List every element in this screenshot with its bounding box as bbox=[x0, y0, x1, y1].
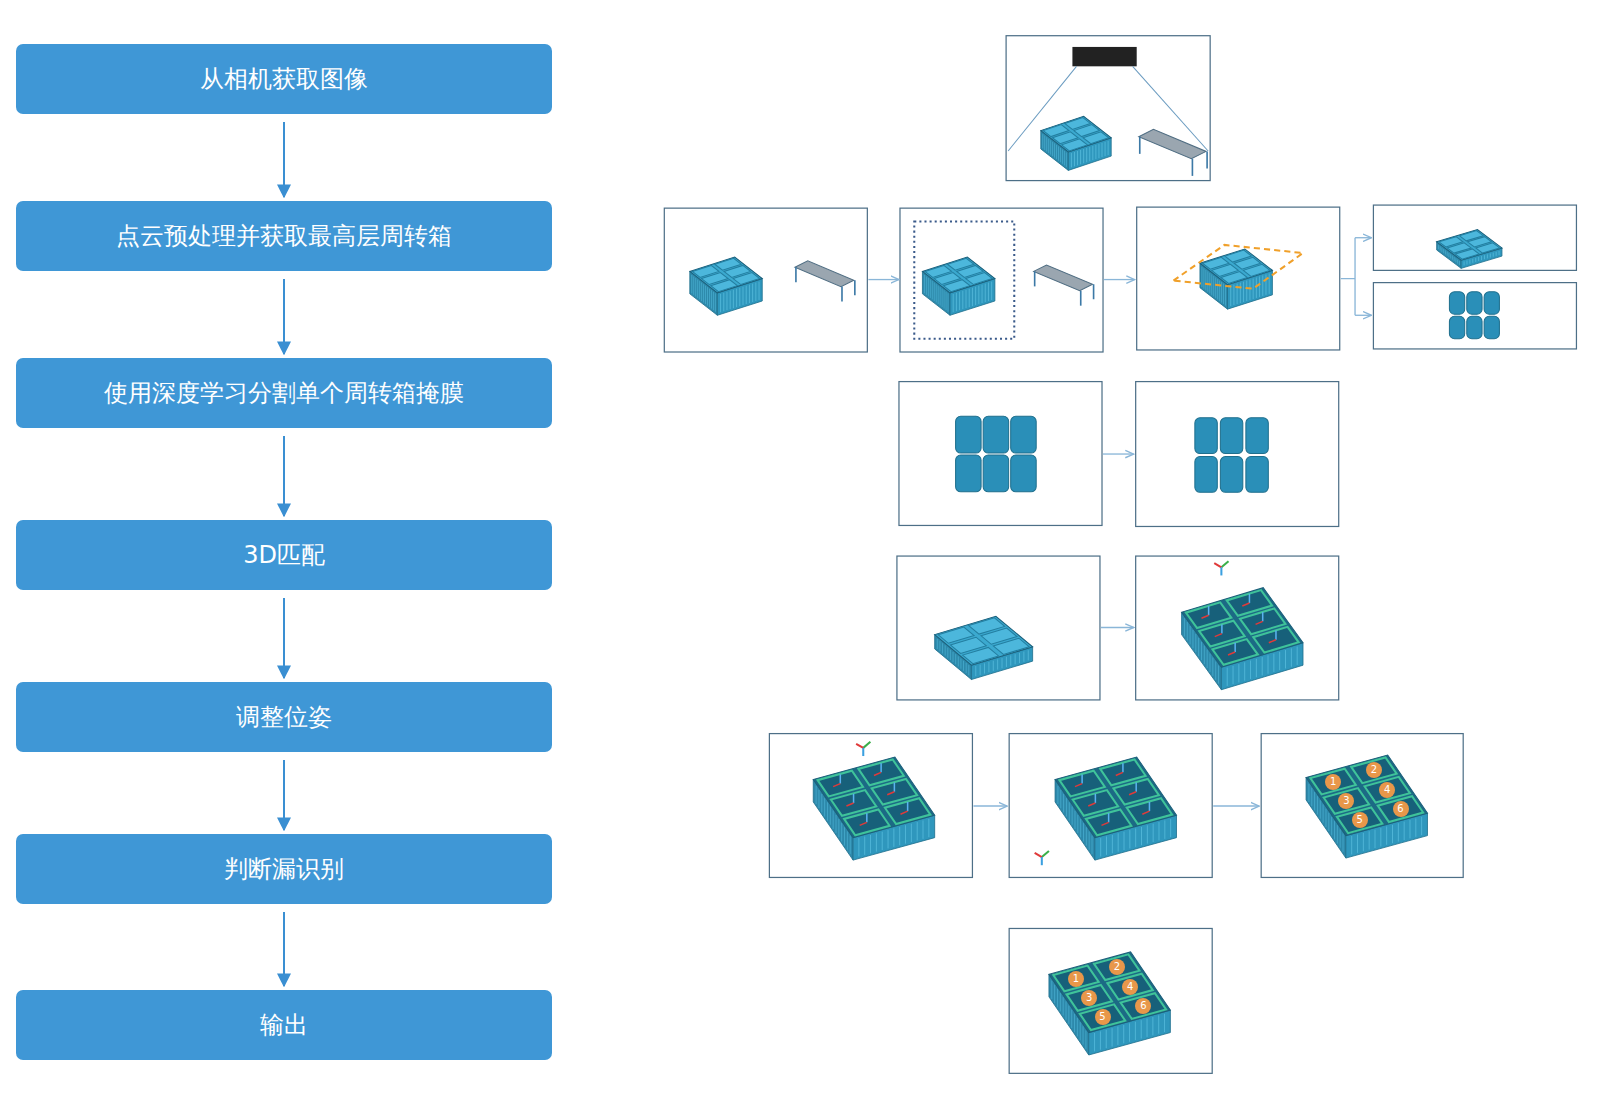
callout-number: 4 bbox=[1379, 782, 1395, 798]
step-label: 从相机获取图像 bbox=[200, 63, 368, 95]
panel-arrow bbox=[1101, 627, 1134, 628]
panel-arrow bbox=[1104, 279, 1135, 280]
crate-top-view bbox=[1195, 418, 1268, 492]
crate-stack bbox=[935, 616, 1033, 679]
crate-top-view bbox=[1449, 292, 1499, 339]
panel-arrow bbox=[1355, 237, 1371, 238]
flow-arrow bbox=[283, 598, 285, 678]
panel-arrow bbox=[973, 805, 1007, 806]
panel-arrow bbox=[1355, 315, 1371, 316]
step-label: 3D匹配 bbox=[243, 539, 325, 571]
picture-panel bbox=[664, 208, 867, 352]
step-label: 使用深度学习分割单个周转箱掩膜 bbox=[104, 377, 464, 409]
process-box: 判断漏识别 bbox=[16, 834, 552, 904]
table bbox=[1139, 129, 1207, 176]
step-label: 调整位姿 bbox=[236, 701, 332, 733]
crate-stack bbox=[813, 757, 934, 860]
camera bbox=[1072, 47, 1136, 66]
picture-panel bbox=[897, 556, 1100, 700]
crate-top-view bbox=[956, 416, 1037, 492]
process-box: 3D匹配 bbox=[16, 520, 552, 590]
crate-stack bbox=[922, 257, 994, 315]
picture-panel bbox=[1136, 556, 1339, 700]
flow-arrow bbox=[283, 760, 285, 830]
flow-arrow bbox=[283, 912, 285, 986]
process-box: 使用深度学习分割单个周转箱掩膜 bbox=[16, 358, 552, 428]
picture-panel bbox=[769, 734, 972, 878]
flow-arrow bbox=[283, 436, 285, 516]
crate-stack bbox=[1437, 230, 1502, 269]
panel-arrow bbox=[868, 279, 899, 280]
crate-stack bbox=[1041, 116, 1111, 170]
process-box: 输出 bbox=[16, 990, 552, 1060]
picture-panel bbox=[1261, 734, 1463, 878]
crate-stack bbox=[1306, 755, 1427, 858]
picture-panel bbox=[1136, 382, 1339, 527]
picture-panel bbox=[1009, 928, 1212, 1073]
picture-panel bbox=[1009, 734, 1212, 878]
flow-arrow bbox=[283, 122, 285, 197]
callout-number: 5 bbox=[1352, 812, 1368, 828]
picture-panel bbox=[1373, 283, 1576, 349]
flow-arrow bbox=[283, 279, 285, 354]
crate-stack bbox=[1049, 952, 1170, 1055]
picture-panel bbox=[1137, 207, 1340, 350]
panel-arrow bbox=[1213, 805, 1259, 806]
step-label: 点云预处理并获取最高层周转箱 bbox=[116, 220, 452, 252]
callout-number: 1 bbox=[1325, 774, 1341, 790]
axis-icon bbox=[1214, 561, 1228, 575]
step-label: 输出 bbox=[260, 1009, 308, 1041]
process-box: 从相机获取图像 bbox=[16, 44, 552, 114]
crate-stack bbox=[1182, 588, 1303, 690]
callout-number: 4 bbox=[1122, 979, 1138, 995]
table bbox=[795, 261, 855, 302]
callout-number: 1 bbox=[1068, 971, 1084, 987]
step-label: 判断漏识别 bbox=[224, 853, 344, 885]
panel-arrow bbox=[1103, 453, 1134, 454]
crate-stack bbox=[1055, 757, 1176, 860]
table bbox=[1034, 265, 1094, 306]
picture-panel bbox=[900, 208, 1103, 352]
process-box: 点云预处理并获取最高层周转箱 bbox=[16, 201, 552, 271]
axis-icon bbox=[1035, 851, 1049, 865]
callout-number: 6 bbox=[1393, 801, 1409, 817]
crate-stack bbox=[1200, 249, 1272, 309]
axis-icon bbox=[856, 742, 870, 756]
callout-number: 5 bbox=[1095, 1009, 1111, 1025]
picture-panel bbox=[1373, 205, 1576, 270]
picture-panel bbox=[899, 382, 1102, 526]
process-box: 调整位姿 bbox=[16, 682, 552, 752]
crate-stack bbox=[690, 257, 762, 315]
picture-panel bbox=[1006, 36, 1210, 181]
